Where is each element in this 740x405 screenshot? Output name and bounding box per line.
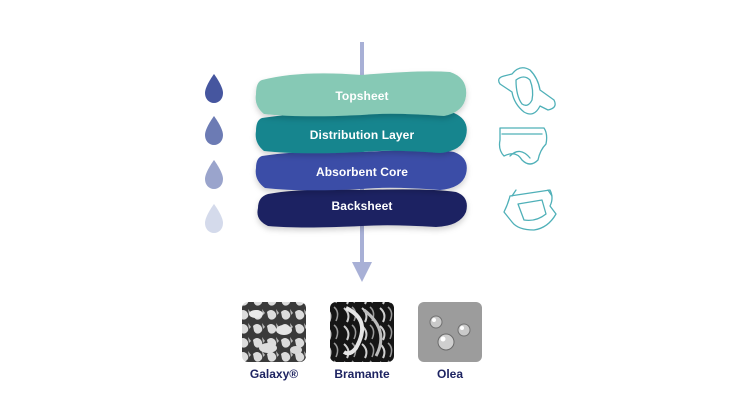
layer-stack: [255, 71, 467, 228]
layer-topsheet: [255, 71, 467, 117]
material-thumbnails: [242, 302, 482, 362]
sanitary-pad-icon: [498, 67, 556, 115]
water-drop-icon: [205, 160, 223, 189]
material-label-bramante: Bramante: [334, 367, 390, 381]
layer-label-distribution: Distribution Layer: [309, 128, 415, 142]
product-icons: [498, 67, 557, 231]
material-label-galaxy: Galaxy®: [249, 367, 299, 381]
galaxy-thumbnail: [242, 302, 306, 362]
drop-column: [205, 74, 223, 233]
diaper-icon: [503, 189, 557, 231]
water-drop-icon: [205, 204, 223, 233]
water-drop-icon: [205, 116, 223, 145]
layer-absorbent-core: [255, 150, 467, 191]
brief-icon: [498, 127, 548, 165]
material-label-olea: Olea: [436, 367, 463, 381]
layer-distribution: [255, 111, 467, 154]
bramante-thumbnail: [330, 302, 394, 362]
layer-label-backsheet: Backsheet: [331, 199, 393, 213]
layer-backsheet: [257, 189, 467, 228]
olea-thumbnail: [418, 302, 482, 362]
layer-label-absorbent-core: Absorbent Core: [315, 165, 409, 179]
water-drop-icon: [205, 74, 223, 103]
layer-label-topsheet: Topsheet: [335, 89, 389, 103]
arrow-head: [352, 262, 372, 282]
